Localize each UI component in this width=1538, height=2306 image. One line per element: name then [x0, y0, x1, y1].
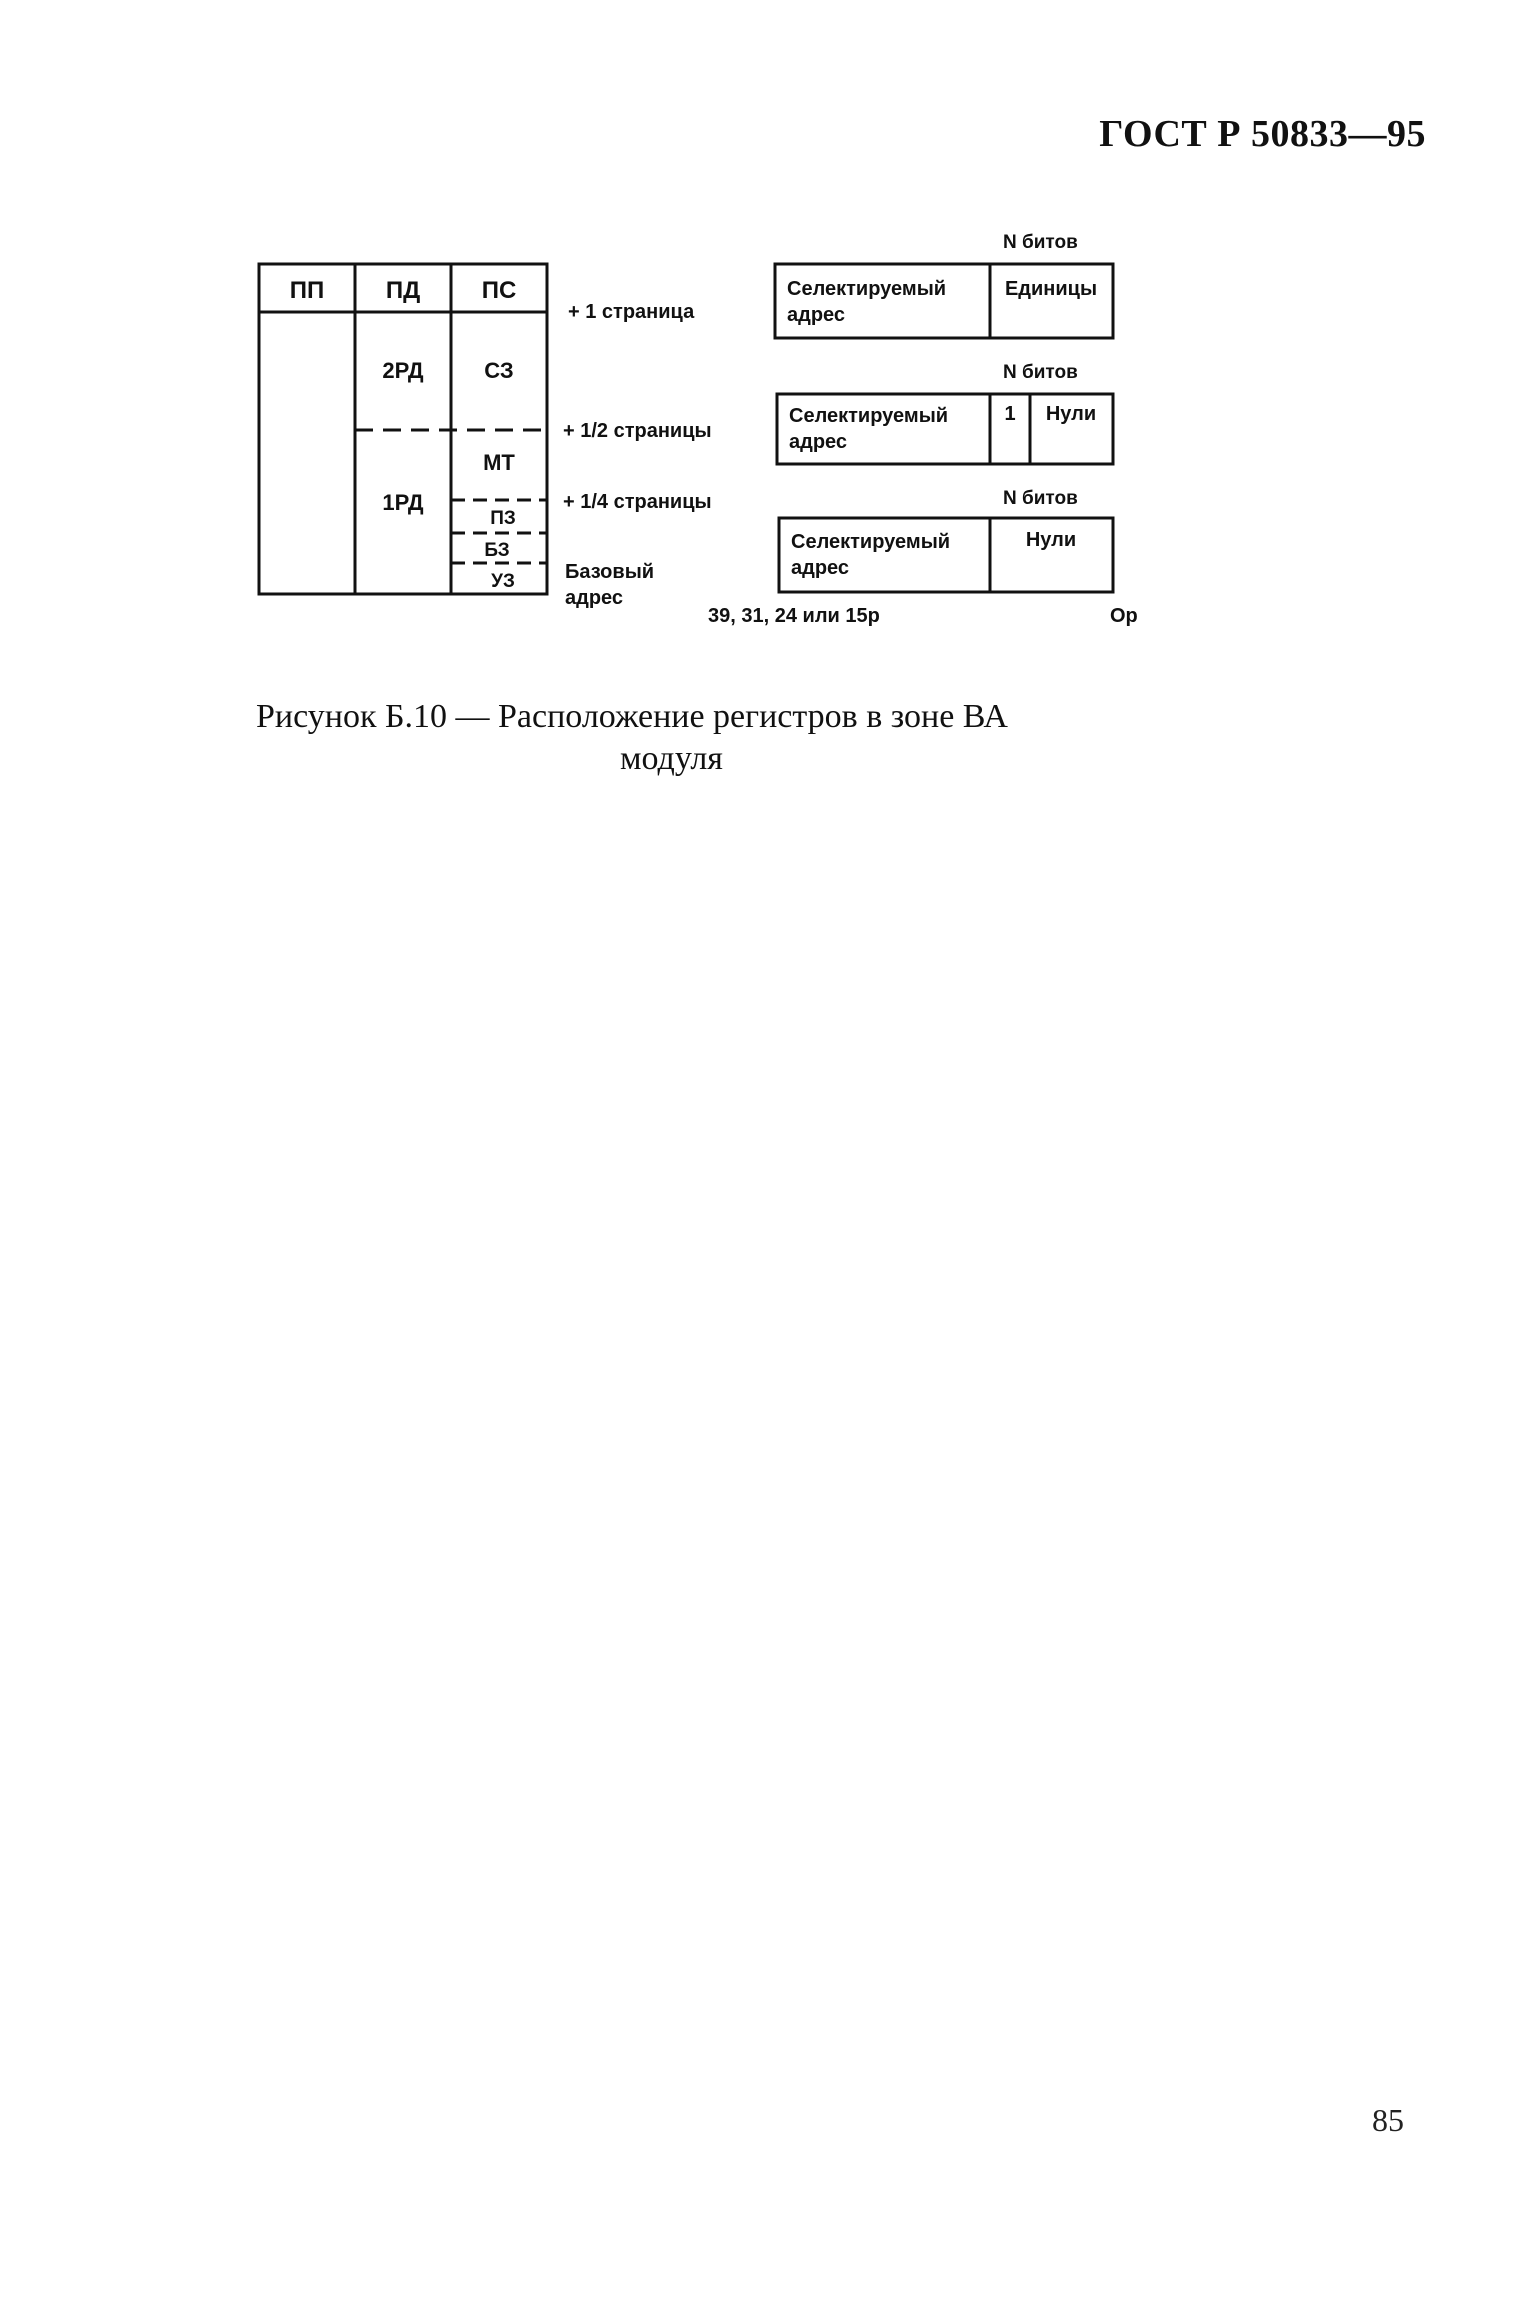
table-frame [257, 262, 549, 596]
label-base-line1: Базовый [565, 561, 654, 583]
register-2-frame [775, 392, 1115, 466]
block-bz: БЗ [484, 540, 509, 561]
label-plus-quarter-page: + 1/4 страницы [563, 491, 712, 513]
figure-b10: ПП ПД ПС 2РД 1РД СЗ МТ ПЗ БЗ УЗ + 1 стра… [0, 0, 1538, 700]
reg1-bits-label: N битов [1003, 232, 1078, 253]
label-plus-1-page: + 1 страница [568, 301, 695, 323]
figure-caption: Рисунок Б.10 — Расположение регистров в … [256, 696, 1156, 780]
reg2-field-zeros: Нули [1046, 403, 1096, 425]
bit-scale-left: 39, 31, 24 или 15р [708, 605, 880, 627]
block-mt: МТ [483, 450, 515, 475]
block-2rd: 2РД [382, 358, 424, 383]
document-header: ГОСТ Р 50833—95 [1099, 113, 1426, 155]
label-base-line2: адрес [565, 587, 623, 609]
reg3-selected-line2: адрес [791, 557, 849, 579]
bit-scale-right: Ор [1110, 605, 1138, 627]
reg2-selected-line1: Селектируемый [789, 405, 948, 427]
reg3-selected-line1: Селектируемый [791, 531, 950, 553]
reg3-field-zeros: Нули [1026, 529, 1076, 551]
reg2-selected-line2: адрес [789, 431, 847, 453]
col-header-pd: ПД [386, 277, 420, 304]
register-1-frame [773, 262, 1115, 340]
block-pz: ПЗ [490, 508, 516, 529]
reg1-selected-line1: Селектируемый [787, 278, 946, 300]
block-sz: СЗ [484, 358, 513, 383]
reg3-bits-label: N битов [1003, 488, 1078, 509]
reg1-selected-line2: адрес [787, 304, 845, 326]
col-header-ps: ПС [482, 277, 517, 304]
figure-diagram: ПП ПД ПС 2РД 1РД СЗ МТ ПЗ БЗ УЗ + 1 стра… [257, 232, 1138, 627]
reg2-bits-label: N битов [1003, 362, 1078, 383]
reg2-field-one: 1 [1004, 403, 1015, 425]
page-number: 85 [1372, 2102, 1404, 2138]
reg1-field-ones: Единицы [1005, 278, 1097, 300]
block-uz: УЗ [491, 571, 515, 592]
caption-line1: Рисунок Б.10 — Расположение регистров в … [256, 698, 1008, 735]
module-table [257, 262, 549, 596]
caption-line2: модуля [620, 740, 723, 777]
register-3-frame [777, 516, 1115, 594]
label-plus-half-page: + 1/2 страницы [563, 420, 712, 442]
col-header-pp: ПП [290, 277, 325, 304]
block-1rd: 1РД [382, 490, 424, 515]
